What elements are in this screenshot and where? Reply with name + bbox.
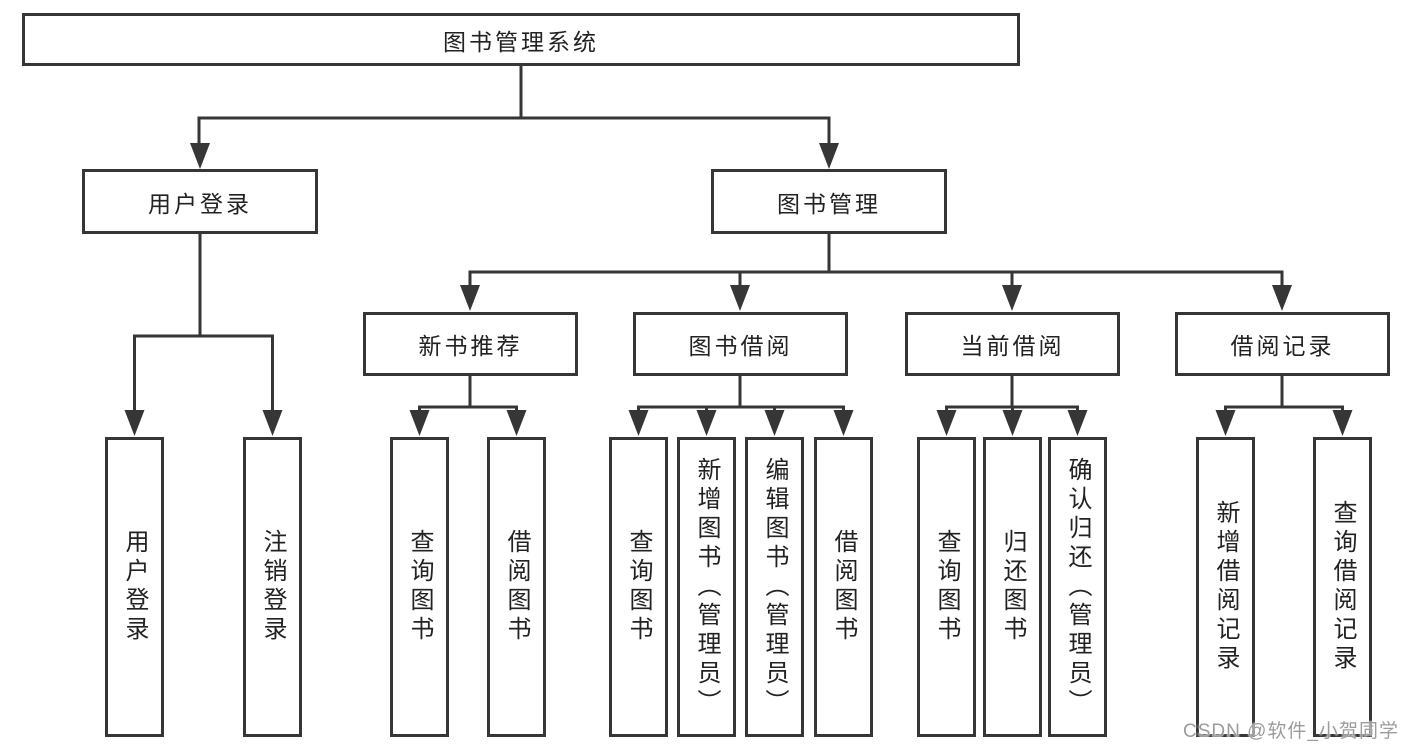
arrow-down-icons	[124, 143, 1353, 436]
node-confirm-return-admin: 确认归还（管理员）	[1048, 437, 1107, 737]
node-current-borrowing: 当前借阅	[905, 312, 1120, 376]
node-add-books-admin: 新增图书（管理员）	[677, 437, 736, 737]
node-query-books-current: 查询图书	[917, 437, 976, 737]
node-book-management: 图书管理	[711, 169, 947, 234]
node-new-book-recommend: 新书推荐	[363, 312, 578, 376]
node-logout-leaf: 注销登录	[243, 437, 302, 737]
node-book-borrowing: 图书借阅	[633, 312, 848, 376]
node-add-borrow-record: 新增借阅记录	[1196, 437, 1255, 737]
node-root: 图书管理系统	[22, 13, 1020, 66]
node-query-books-borrowing: 查询图书	[609, 437, 668, 737]
node-return-books: 归还图书	[983, 437, 1042, 737]
connector-lines-group	[133, 66, 1344, 411]
node-user-login: 用户登录	[82, 169, 318, 234]
node-borrow-books-recommend: 借阅图书	[487, 437, 546, 737]
node-query-borrow-record: 查询借阅记录	[1313, 437, 1372, 737]
csdn-watermark: CSDN @软件_小贺同学	[1183, 721, 1399, 742]
node-user-login-leaf: 用户登录	[105, 437, 164, 737]
node-borrowing-records: 借阅记录	[1175, 312, 1390, 376]
node-query-books-recommend: 查询图书	[390, 437, 449, 737]
node-edit-books-admin: 编辑图书（管理员）	[745, 437, 804, 737]
node-borrow-books-borrowing: 借阅图书	[814, 437, 873, 737]
